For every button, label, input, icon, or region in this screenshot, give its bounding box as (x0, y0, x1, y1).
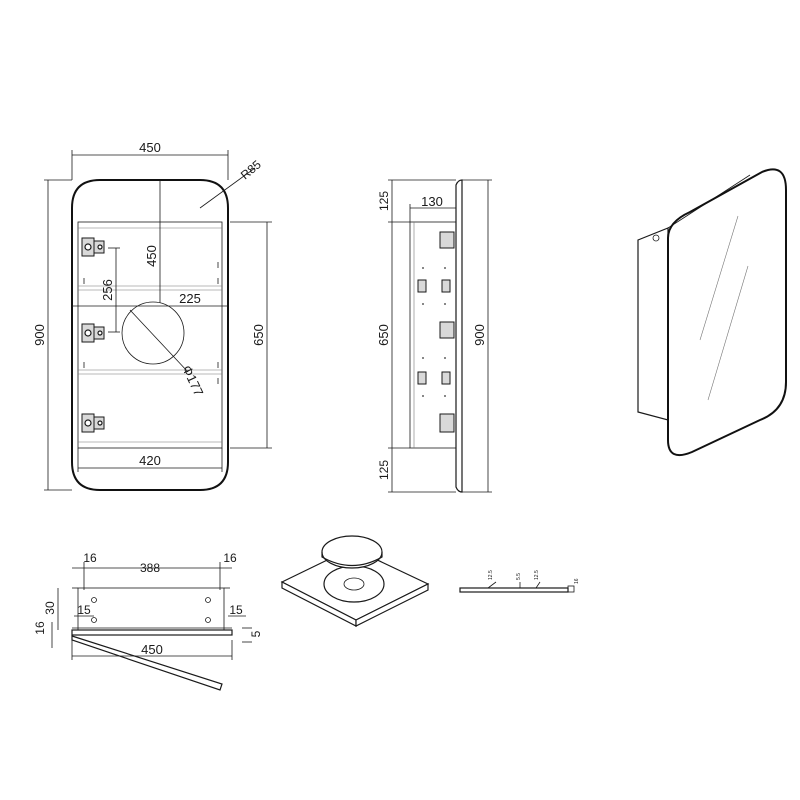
cutout-leader (129, 309, 189, 373)
strip-label-4: 16 (574, 578, 580, 584)
side-body (409, 221, 457, 449)
cutout-circle (121, 301, 185, 365)
front-height-label: 900 (32, 324, 47, 346)
section-view: 16 388 16 30 15 15 16 5 450 (33, 551, 263, 691)
hinge-icon (81, 413, 105, 433)
inner-width-label: 420 (139, 453, 161, 468)
iso-box (637, 227, 669, 421)
section-right-hole-label: 15 (229, 603, 243, 617)
side-top-offset-label: 125 (377, 191, 391, 211)
section-lip-label: 5 (249, 630, 263, 637)
section-left-hole-label: 15 (77, 603, 91, 617)
detail-disc (321, 535, 383, 569)
cutout-diameter-label: Φ177 (179, 363, 206, 398)
strip-detail: 12.5 5.5 12.5 16 (459, 570, 580, 593)
front-width-label: 450 (139, 140, 161, 155)
section-door (71, 635, 223, 691)
section-height-label: 30 (43, 601, 57, 615)
section-total-width-label: 450 (141, 642, 163, 657)
section-base-label: 16 (33, 621, 47, 635)
front-view: 450 R85 900 450 256 225 Φ177 420 650 (32, 140, 272, 491)
hinge-icon (81, 237, 105, 257)
isometric-view (637, 168, 787, 456)
hinge-spacing-label: 256 (100, 279, 115, 301)
strip-label-2: 5.5 (516, 573, 522, 580)
side-body-height-label: 650 (376, 324, 391, 346)
hinge-icon (417, 231, 455, 433)
top-to-cutout-label: 450 (144, 245, 159, 267)
side-bottom-offset-label: 125 (377, 460, 391, 480)
section-base (71, 629, 233, 636)
side-depth-label: 130 (421, 194, 443, 209)
section-panel (77, 587, 225, 631)
corner-radius-label: R85 (238, 157, 264, 182)
door-profile (455, 179, 463, 493)
cutout-detail-view (280, 535, 430, 627)
front-outline (71, 179, 229, 491)
left-to-cutout-label: 225 (179, 291, 201, 306)
hinge-icon (81, 323, 105, 343)
side-view: 130 125 650 125 900 (376, 179, 492, 493)
iso-knob (652, 234, 660, 242)
side-total-height-label: 900 (472, 324, 487, 346)
section-right-edge-label: 16 (223, 551, 237, 565)
strip-label-3: 12.5 (534, 570, 540, 580)
iso-door (667, 168, 787, 456)
section-span-label: 388 (140, 561, 160, 575)
inner-height-label: 650 (251, 324, 266, 346)
inner-body (77, 221, 223, 449)
strip-label-1: 12.5 (488, 570, 494, 580)
strip-bar (459, 587, 569, 593)
section-left-edge-label: 16 (83, 551, 97, 565)
